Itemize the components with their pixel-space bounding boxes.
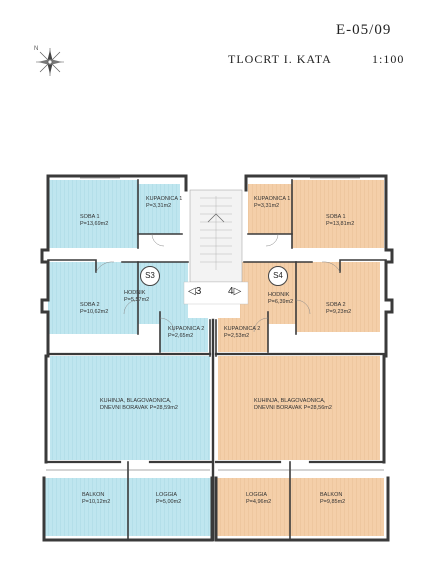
room-s4-kupaonica1: KUPAONICA 1 P=3,31m2 [254, 196, 290, 210]
room-area: P=2,65m2 [168, 333, 194, 339]
room-s3-hodnik: HODNIK P=5,57m2 [124, 290, 149, 304]
room-name: SOBA 1 [80, 214, 100, 220]
room-area: P=3,31m2 [254, 203, 280, 209]
sheet-title: TLOCRT I. KATA [228, 52, 332, 66]
room-name: SOBA 1 [326, 214, 346, 220]
room-s4-balkon: BALKON P=9,85m2 [320, 492, 345, 506]
north-arrow-icon: N [34, 46, 64, 76]
room-area: P=4,96m2 [246, 499, 272, 505]
room-name: KUHINJA, BLAGOVAONICA, [254, 398, 326, 404]
stair-label-right: 4▷ [228, 286, 241, 297]
room-area: P=6,39m2 [268, 299, 294, 305]
unit-tag-s3: S3 [140, 266, 160, 286]
room-name: BALKON [82, 492, 105, 498]
door-swings [95, 233, 341, 333]
room-area: P=5,57m2 [124, 297, 150, 303]
sheet-scale: 1:100 [372, 52, 405, 66]
room-name: BALKON [320, 492, 343, 498]
unit-tag-s4: S4 [268, 266, 288, 286]
room-name: KUPAONICA 1 [146, 196, 183, 202]
room-s4-loggia: LOGGIA P=4,96m2 [246, 492, 271, 506]
room-s3-loggia: LOGGIA P=5,00m2 [156, 492, 181, 506]
room-area: P=2,53m2 [224, 333, 250, 339]
room-s3-kupaonica2: KUPAONICA 2 P=2,65m2 [168, 326, 204, 340]
arrow-left-icon: ◁ [188, 286, 196, 297]
room-name: SOBA 2 [80, 302, 100, 308]
room-area: P=10,62m2 [80, 309, 109, 315]
room-area: DNEVNI BORAVAK P=28,56m2 [254, 405, 332, 411]
room-name: LOGGIA [156, 492, 178, 498]
window-marks [46, 177, 384, 471]
room-name: KUPAONICA 1 [254, 196, 291, 202]
svg-text:N: N [34, 46, 38, 52]
room-name: KUPAONICA 2 [224, 326, 261, 332]
room-name: KUHINJA, BLAGOVAONICA, [100, 398, 172, 404]
room-s4-kuhinja: KUHINJA, BLAGOVAONICA, DNEVNI BORAVAK P=… [254, 398, 332, 412]
room-s3-soba2: SOBA 2 P=10,62m2 [80, 302, 108, 316]
room-s4-soba1: SOBA 1 P=13,81m2 [326, 214, 354, 228]
room-area: P=3,31m2 [146, 203, 172, 209]
room-area: P=13,69m2 [80, 221, 109, 227]
unit-s4-fill [216, 180, 384, 536]
room-name: HODNIK [268, 292, 290, 298]
room-s3-kuhinja: KUHINJA, BLAGOVAONICA, DNEVNI BORAVAK P=… [100, 398, 178, 412]
room-s3-soba1: SOBA 1 P=13,69m2 [80, 214, 108, 228]
room-s4-kupaonica2: KUPAONICA 2 P=2,53m2 [224, 326, 260, 340]
stair-number-right: 4 [228, 286, 234, 297]
room-area: P=10,12m2 [82, 499, 111, 505]
sheet-code: E-05/09 [336, 22, 392, 38]
walls [40, 174, 394, 542]
room-name: SOBA 2 [326, 302, 346, 308]
arrow-right-icon: ▷ [233, 286, 242, 297]
room-name: LOGGIA [246, 492, 268, 498]
stair-label-left: ◁3 [188, 286, 201, 297]
room-name: HODNIK [124, 290, 146, 296]
room-s4-hodnik: HODNIK P=6,39m2 [268, 292, 293, 306]
room-s3-kupaonica1: KUPAONICA 1 P=3,31m2 [146, 196, 182, 210]
room-area: P=9,85m2 [320, 499, 346, 505]
room-s3-balkon: BALKON P=10,12m2 [82, 492, 110, 506]
stair-number-left: 3 [195, 286, 202, 297]
room-area: P=5,00m2 [156, 499, 182, 505]
room-area: DNEVNI BORAVAK P=28,59m2 [100, 405, 178, 411]
room-area: P=9,23m2 [326, 309, 352, 315]
room-area: P=13,81m2 [326, 221, 355, 227]
unit-s3-fill [44, 180, 212, 536]
stair-core [183, 189, 249, 305]
room-s4-soba2: SOBA 2 P=9,23m2 [326, 302, 351, 316]
room-name: KUPAONICA 2 [168, 326, 205, 332]
